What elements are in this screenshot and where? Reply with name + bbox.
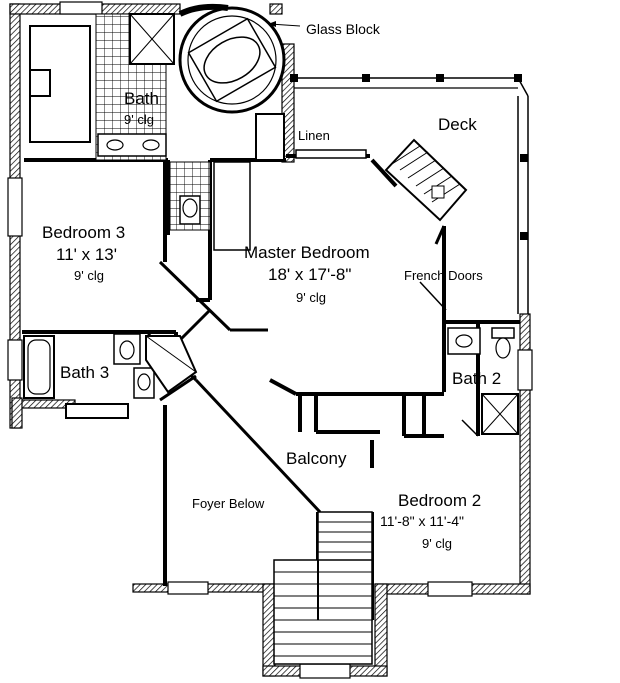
bedroom2-size: 11'-8" x 11'-4" xyxy=(380,513,464,529)
bedroom3-ceiling: 9' clg xyxy=(74,268,104,283)
bedroom2-name: Bedroom 2 xyxy=(398,491,481,510)
water-closet xyxy=(169,161,251,251)
master-bedroom-size: 18' x 17'-8" xyxy=(268,265,351,284)
round-tub xyxy=(178,3,286,114)
master-bath-ceiling: 9' clg xyxy=(124,112,154,127)
deck xyxy=(290,74,529,314)
bedroom2-ceiling: 9' clg xyxy=(422,536,452,551)
bath2-fixtures xyxy=(447,327,519,437)
bath3-name: Bath 3 xyxy=(60,363,109,382)
linen-label: Linen xyxy=(298,128,330,143)
glass-block-arrow xyxy=(268,21,276,27)
master-bath xyxy=(29,13,175,161)
french-doors-label: French Doors xyxy=(404,268,483,283)
windows xyxy=(7,1,533,679)
linen-closet xyxy=(255,113,367,161)
glass-block-label: Glass Block xyxy=(306,21,381,37)
hall-diagonals xyxy=(146,260,322,514)
master-bedroom-name: Master Bedroom xyxy=(244,243,370,262)
bedroom3-size: 11' x 13' xyxy=(56,245,117,264)
bedroom3-name: Bedroom 3 xyxy=(42,223,125,242)
bath3-fixtures xyxy=(23,333,198,419)
master-bath-name: Bath xyxy=(124,89,159,108)
bath2-name: Bath 2 xyxy=(452,369,501,388)
deck-label: Deck xyxy=(438,115,477,134)
labels: Glass Block Bath 9' clg Deck Linen Bedro… xyxy=(42,21,501,551)
balcony-label: Balcony xyxy=(286,449,347,468)
foyer-below-label: Foyer Below xyxy=(192,496,265,511)
master-bedroom-ceiling: 9' clg xyxy=(296,290,326,305)
main-staircase xyxy=(273,511,373,665)
